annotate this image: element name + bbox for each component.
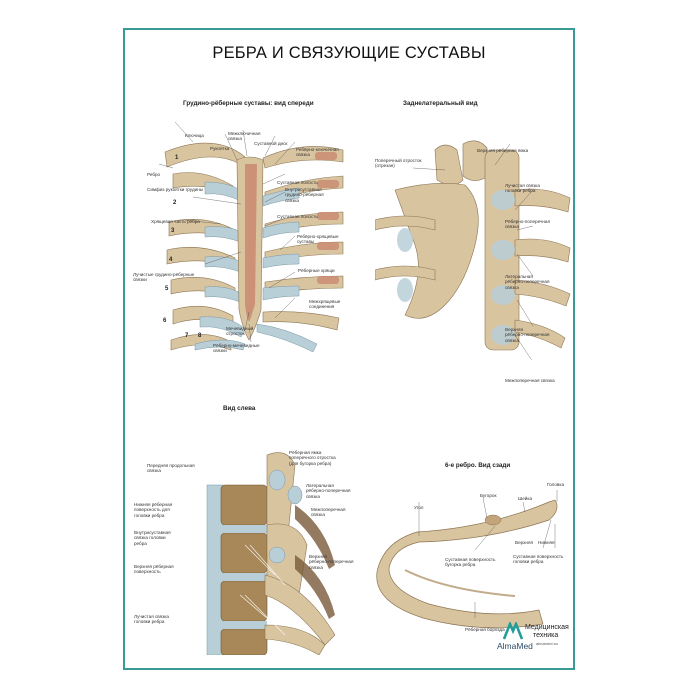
label: Верхняя рёберно-поперечная связка (309, 554, 354, 570)
label: Межхрящевые соединения (309, 299, 341, 310)
label: Верхняя (515, 540, 533, 545)
label: Симфиз рукоятки грудины (147, 187, 204, 192)
logo-line2: техника (533, 632, 559, 639)
label: Суставная полость (277, 180, 318, 185)
logo-brand: AlmaMed (497, 641, 533, 651)
label: Межпоперечная связка (505, 378, 555, 383)
label: Латеральная рёберно-поперечная связка (306, 483, 351, 499)
label: Поперечный отросток (отрезан) (375, 158, 422, 169)
label: Лучистые грудино-рёберные связки (133, 272, 195, 283)
rib-number: 5 (165, 286, 169, 292)
label: Рёберно-мечевидные связки (213, 343, 260, 354)
label: Латеральная рёберно-поперечная связка (505, 274, 550, 290)
label: Межключичная связка (228, 131, 261, 142)
label: Межпоперечная связка (311, 507, 346, 518)
rib-number: 1 (175, 155, 179, 161)
poster: РЕБРА И СВЯЗУЮЩИЕ СУСТАВЫ Грудино-рёберн… (123, 28, 575, 670)
rib-number: 6 (163, 318, 167, 324)
label: Нижняя рёберная поверхность для головки … (134, 502, 173, 518)
left-view-illustration (206, 452, 335, 655)
label: Ключица (185, 133, 204, 138)
rib-number: 8 (198, 333, 202, 339)
posterolateral-view-illustration (375, 140, 571, 360)
almamed-logo-icon (503, 622, 523, 640)
rib-number: 7 (185, 333, 189, 339)
label: Головка (547, 482, 565, 487)
label: Верхняя рёберно-поперечная связка (505, 327, 550, 343)
front-view-illustration (158, 121, 344, 352)
label: Рёберная ямка поперечного отростка (для … (289, 450, 336, 466)
label: Рёберная борозда (465, 627, 505, 632)
rib-number: 3 (171, 228, 175, 234)
rib6-view-title: 6-е ребро. Вид сзади (445, 462, 511, 469)
label: Ребёрно-хрящевые суставы (297, 234, 339, 245)
rib-number: 4 (169, 257, 173, 263)
label: Бугорок (480, 493, 497, 498)
logo-line1: Медицинская (525, 624, 569, 631)
label: Передняя продольная связка (147, 463, 195, 474)
label: Суставная полость (277, 214, 318, 219)
label: Хрящевая часть ребра (151, 219, 200, 224)
rib6-illustration (376, 490, 558, 629)
label: Суставная поверхность головки ребра (513, 554, 564, 565)
label: Верхняя рёберная поверхность (134, 564, 174, 575)
label: Ребёрно-ключичная связка (296, 147, 339, 158)
posterolateral-view-title: Заднелатеральный вид (403, 100, 478, 107)
label: Угол (414, 505, 424, 510)
label: Внутрисуставная связка головки ребра (134, 530, 171, 546)
label: Лучистая связка головки ребра (505, 183, 540, 194)
almamed-logo: AlmaMed Медицинская техника almamed.su (497, 622, 573, 662)
left-view-title: Вид слева (223, 405, 256, 412)
label: Шейка (518, 496, 532, 501)
label: Рёберно-поперечная связка (505, 219, 550, 230)
label: Мечевидный отросток (226, 326, 254, 337)
logo-site: almamed.su (536, 641, 558, 646)
label: Лучистая связка головки ребра (134, 614, 169, 625)
label: Верхняя рёберная ямка (477, 148, 529, 153)
label: Ребро (147, 172, 161, 177)
label: Внутрисуставная грудино-рёберная связка (285, 187, 324, 203)
label: Рукоятка (210, 146, 230, 151)
label: Суставная поверхность бугорка ребра (445, 557, 496, 568)
label: Суставной диск (254, 141, 288, 146)
front-view-title: Грудино-рёберные суставы: вид спереди (183, 100, 314, 107)
label: Нижняя (538, 540, 555, 545)
label: Рёберные хрящи (298, 268, 335, 273)
rib-number: 2 (173, 200, 177, 206)
poster-title: РЕБРА И СВЯЗУЮЩИЕ СУСТАВЫ (212, 44, 486, 62)
